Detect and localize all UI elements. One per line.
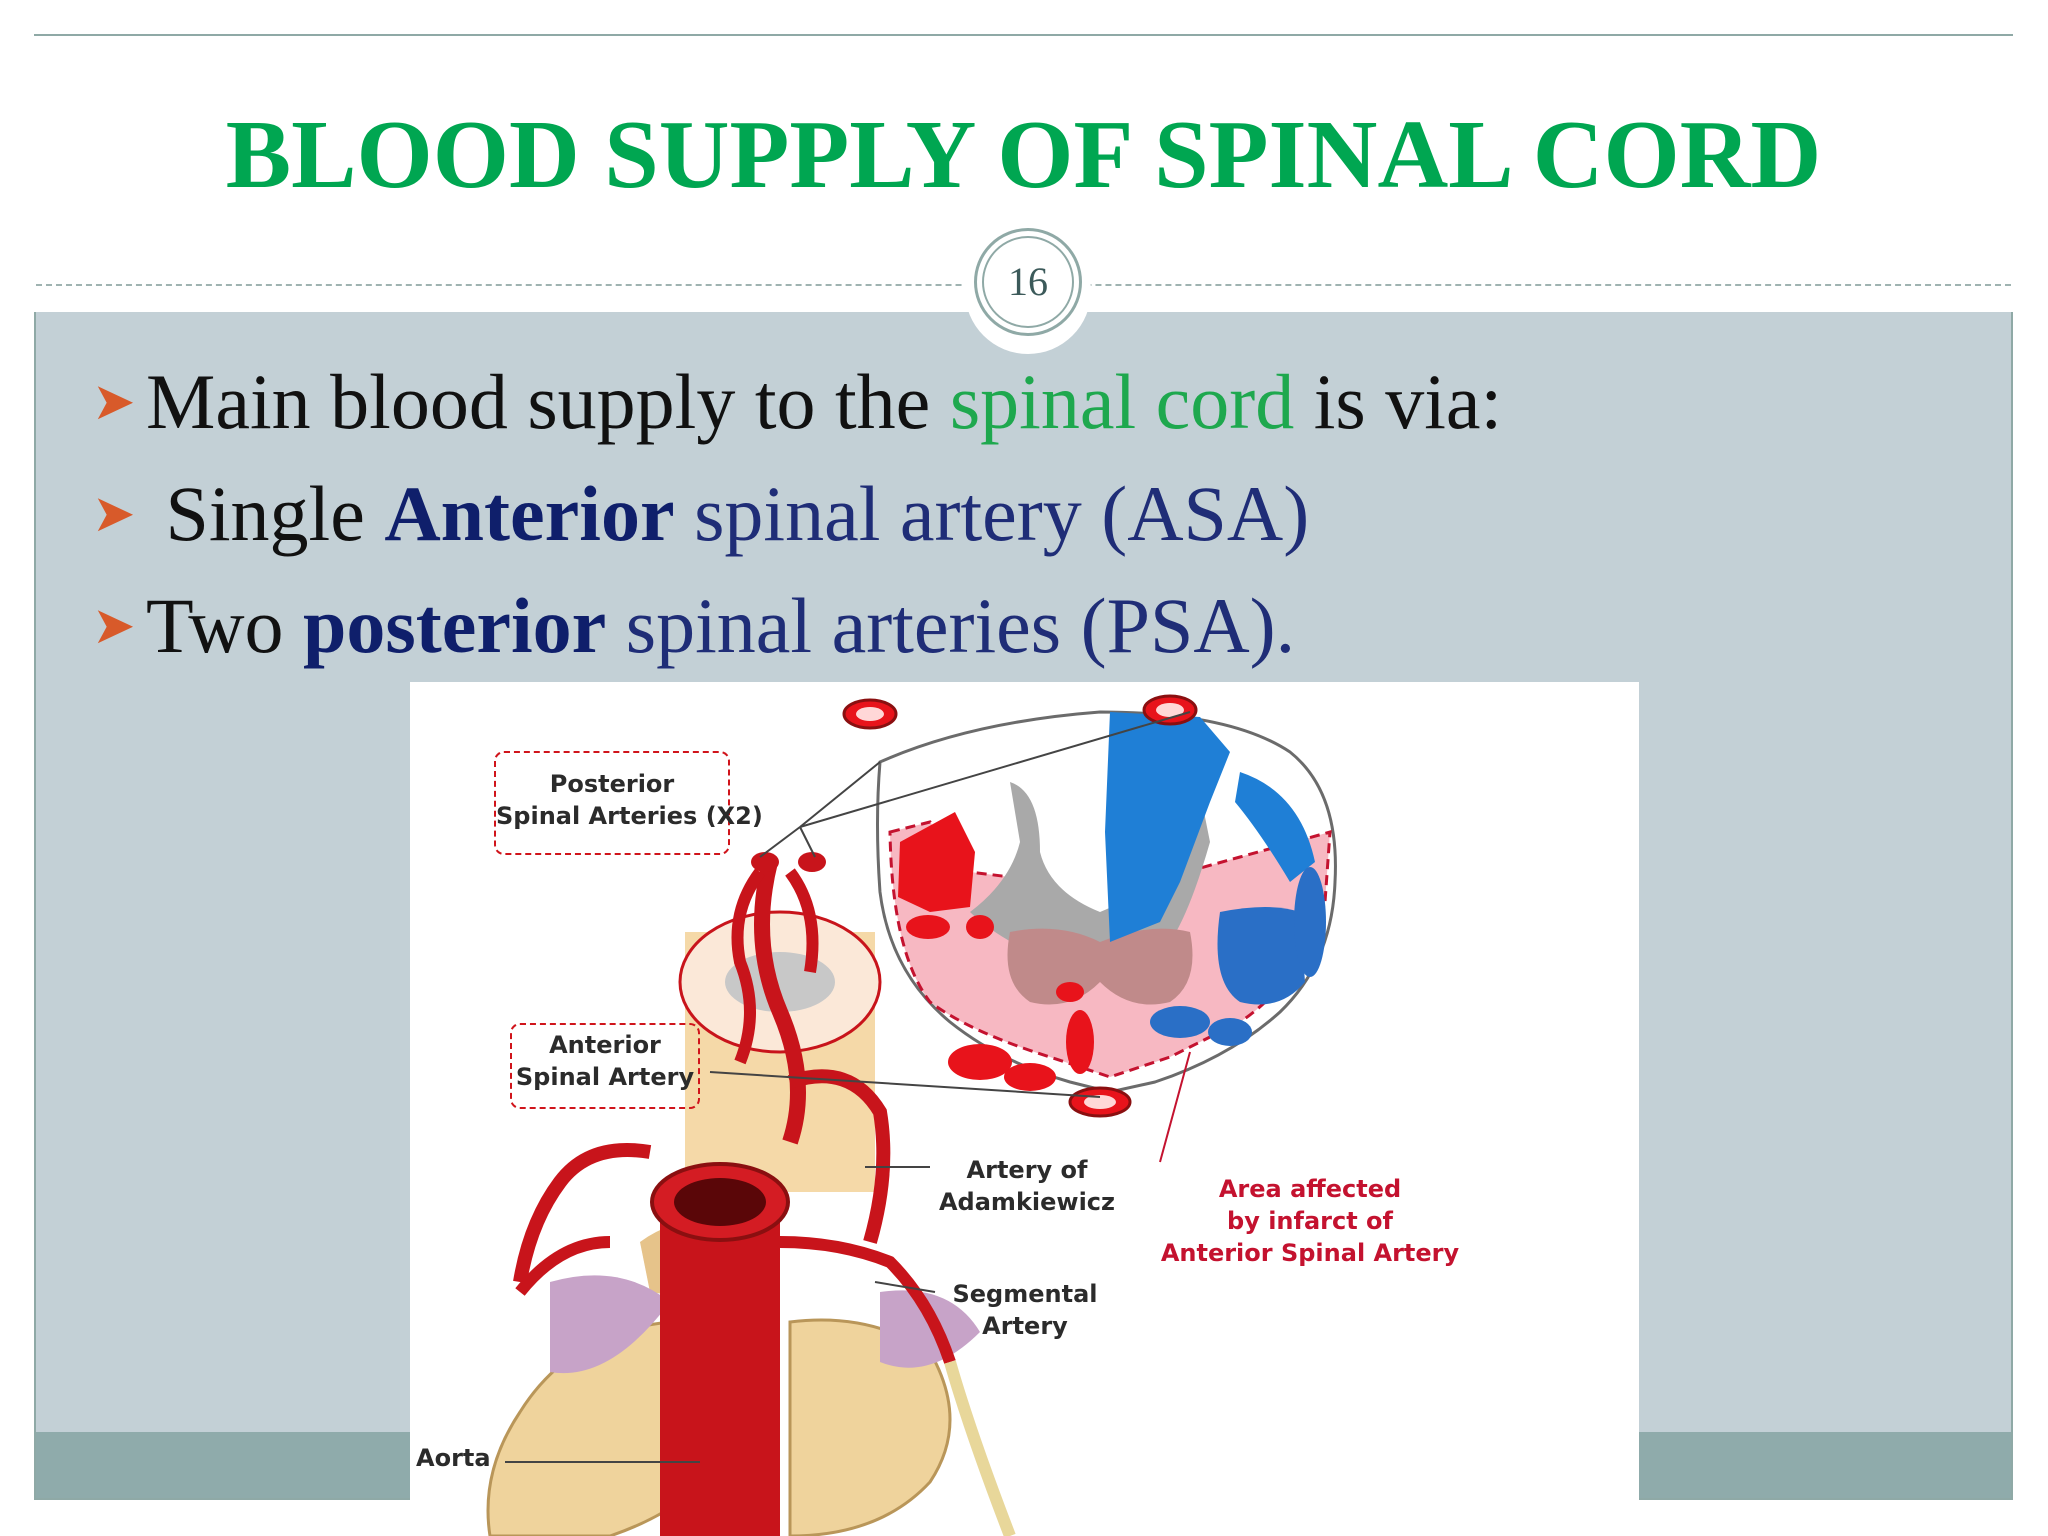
spinal-cord-illustration [486, 694, 1337, 1536]
right-arrowhead-icon: ➤ [92, 484, 136, 544]
posterior-label-box [494, 751, 730, 855]
slide-title: BLOOD SUPPLY OF SPINAL CORD [225, 101, 1822, 209]
anterior-label: Anterior Spinal Artery [510, 1029, 700, 1093]
segmental-artery-label-line2: Artery [982, 1312, 1068, 1340]
bullet-text: spinal artery (ASA) [674, 470, 1310, 557]
adamkiewicz-label-line1: Artery of [966, 1156, 1088, 1184]
segmental-artery-label-line1: Segmental [952, 1280, 1098, 1308]
anterior-label-line1: Anterior [549, 1031, 661, 1059]
bullet-text: Single [146, 470, 385, 557]
bullet-text: Two [146, 582, 304, 669]
anatomy-figure: Posterior Spinal Arteries (X2) Anterior … [410, 682, 1639, 1536]
page-number: 16 [982, 236, 1074, 328]
posterior-label: Posterior Spinal Arteries (X2) [496, 768, 763, 832]
adamkiewicz-label-line2: Adamkiewicz [938, 1188, 1115, 1216]
bullet-text: Main blood supply to the [146, 358, 950, 445]
infarct-area-label-line3: Anterior Spinal Artery [1160, 1239, 1460, 1267]
bullet-text: is via: [1294, 358, 1503, 445]
posterior-label-line2: Spinal Arteries (X2) [496, 802, 763, 830]
bullet-text: spinal arteries (PSA). [606, 582, 1296, 669]
bullet-item: ➤Two posterior spinal arteries (PSA). [92, 574, 1792, 686]
infarct-area-label-line1: Area affected [1218, 1175, 1402, 1203]
bullet-item: ➤ Single Anterior spinal artery (ASA) [92, 462, 1792, 574]
anterior-label-line2: Spinal Artery [515, 1063, 695, 1091]
adamkiewicz-label: Artery of Adamkiewicz [922, 1154, 1132, 1218]
aorta-label: Aorta [416, 1444, 491, 1472]
right-arrowhead-icon: ➤ [92, 596, 136, 656]
right-arrowhead-icon: ➤ [92, 372, 136, 432]
anterior-label-box [510, 1023, 700, 1109]
posterior-label-line1: Posterior [549, 770, 675, 798]
bullet-highlight: spinal cord [949, 358, 1295, 445]
segmental-artery-label: Segmental Artery [940, 1278, 1110, 1342]
bullet-highlight: posterior [303, 582, 607, 669]
infarct-area-label-line2: by infarct of [1227, 1207, 1393, 1235]
bullet-list: ➤Main blood supply to the spinal cord is… [92, 350, 1792, 686]
bullet-item: ➤Main blood supply to the spinal cord is… [92, 350, 1792, 462]
bullet-highlight: Anterior [384, 470, 675, 557]
